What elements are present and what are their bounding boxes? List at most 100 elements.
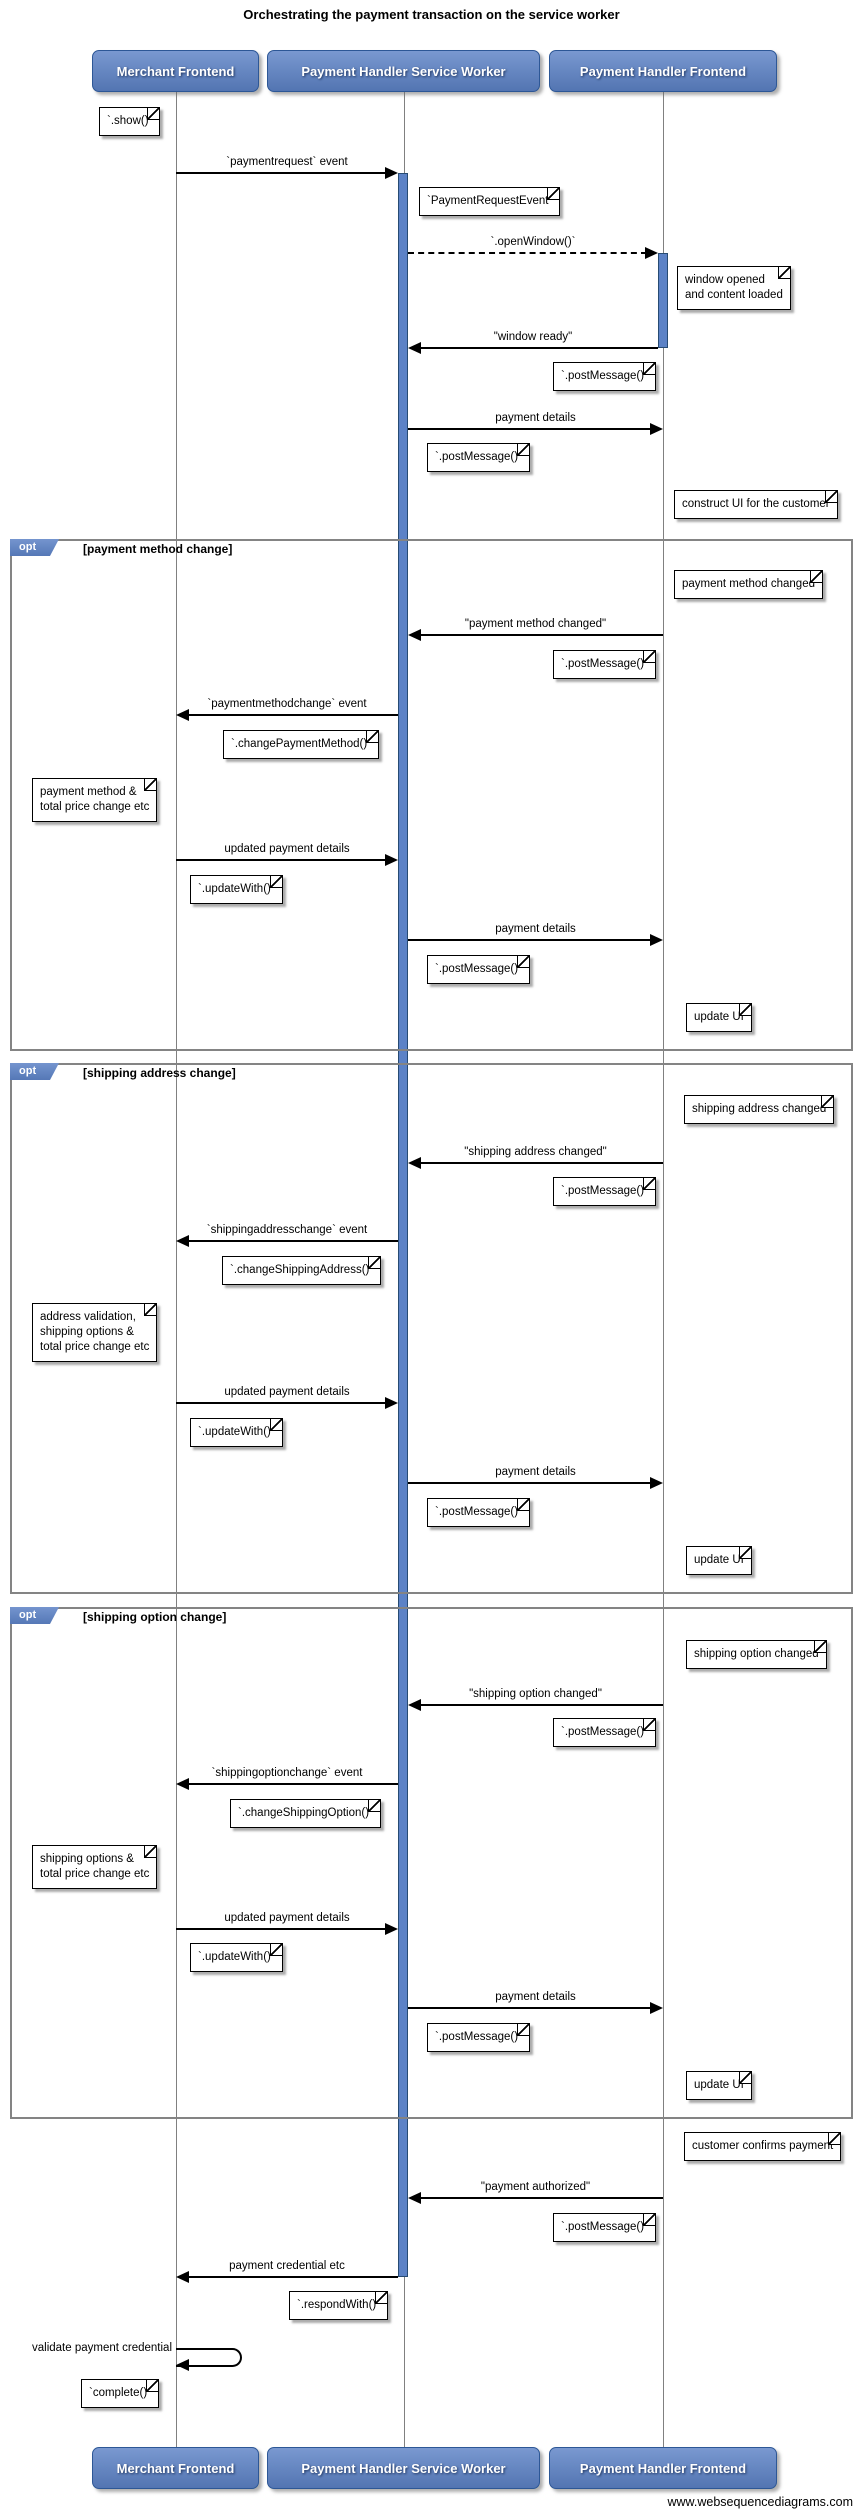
arrowhead bbox=[385, 1923, 398, 1935]
watermark-link: www.websequencediagrams.com bbox=[667, 2495, 853, 2509]
message-arrow bbox=[176, 1928, 387, 1930]
note: `.changePaymentMethod()` bbox=[223, 730, 379, 759]
note: `.postMessage()` bbox=[553, 650, 656, 679]
message-arrow bbox=[187, 1783, 398, 1785]
lifeline bbox=[176, 92, 177, 2447]
arrowhead bbox=[650, 2002, 663, 2014]
note: `.postMessage()` bbox=[427, 955, 530, 984]
lifeline bbox=[663, 92, 664, 2447]
note: shipping options & total price change et… bbox=[32, 1845, 158, 1889]
note: shipping option changed bbox=[686, 1640, 827, 1669]
note: `.show()` bbox=[99, 107, 161, 136]
note: update UI bbox=[686, 1546, 752, 1575]
note: payment method changed bbox=[674, 570, 823, 599]
note: address validation, shipping options & t… bbox=[32, 1303, 158, 1362]
note: update UI bbox=[686, 1003, 752, 1032]
note: `.respondWith()` bbox=[289, 2291, 389, 2320]
note: `.postMessage()` bbox=[553, 362, 656, 391]
opt-tab: opt bbox=[10, 539, 59, 556]
message-label: payment details bbox=[495, 1466, 576, 1478]
actor-box-handler_frontend-bottom: Payment Handler Frontend bbox=[549, 2447, 777, 2489]
message-label: payment details bbox=[495, 412, 576, 424]
note: `.postMessage()` bbox=[427, 2023, 530, 2052]
message-label: payment details bbox=[495, 923, 576, 935]
message-label: "shipping address changed" bbox=[464, 1146, 607, 1158]
note: customer confirms payment bbox=[684, 2132, 842, 2161]
note: window opened and content loaded bbox=[677, 266, 791, 310]
opt-condition: [payment method change] bbox=[83, 542, 233, 556]
activation-bar bbox=[658, 253, 668, 348]
message-arrow bbox=[408, 1482, 652, 1484]
actor-box-merchant-bottom: Merchant Frontend bbox=[92, 2447, 259, 2489]
message-label: `paymentmethodchange` event bbox=[207, 698, 367, 710]
self-message-loop bbox=[176, 2348, 242, 2367]
arrowhead bbox=[650, 1477, 663, 1489]
arrowhead bbox=[650, 423, 663, 435]
message-label: `paymentrequest` event bbox=[226, 156, 348, 168]
note: `.postMessage()` bbox=[553, 1718, 656, 1747]
message-label: "payment authorized" bbox=[480, 2181, 591, 2193]
note: `.postMessage()` bbox=[427, 443, 530, 472]
message-arrow bbox=[176, 859, 387, 861]
activation-bar bbox=[398, 173, 408, 2277]
message-label: "window ready" bbox=[493, 331, 573, 343]
opt-frame bbox=[10, 539, 853, 1051]
arrowhead bbox=[385, 167, 398, 179]
message-label: updated payment details bbox=[224, 843, 350, 855]
arrowhead bbox=[176, 2359, 189, 2371]
opt-tab: opt bbox=[10, 1063, 59, 1080]
message-arrow bbox=[408, 939, 652, 941]
actor-box-merchant-top: Merchant Frontend bbox=[92, 50, 259, 92]
message-arrow bbox=[419, 2197, 663, 2199]
arrowhead bbox=[408, 1699, 421, 1711]
message-label: `shippingaddresschange` event bbox=[206, 1224, 368, 1236]
note: update UI bbox=[686, 2071, 752, 2100]
message-label: updated payment details bbox=[224, 1912, 350, 1924]
diagram-title: Orchestrating the payment transaction on… bbox=[243, 7, 620, 22]
message-label: payment details bbox=[495, 1991, 576, 2003]
opt-frame bbox=[10, 1063, 853, 1594]
opt-condition: [shipping address change] bbox=[83, 1066, 236, 1080]
arrowhead bbox=[408, 1157, 421, 1169]
note: `.postMessage()` bbox=[427, 1498, 530, 1527]
arrowhead bbox=[385, 1397, 398, 1409]
message-label: "shipping option changed" bbox=[469, 1688, 602, 1700]
actor-box-service_worker-bottom: Payment Handler Service Worker bbox=[267, 2447, 540, 2489]
note: payment method & total price change etc bbox=[32, 778, 158, 822]
note: `.updateWith()` bbox=[190, 1418, 283, 1447]
message-label: updated payment details bbox=[224, 1386, 350, 1398]
message-arrow bbox=[408, 252, 647, 254]
message-arrow bbox=[419, 1162, 663, 1164]
message-label: payment credential etc bbox=[229, 2260, 345, 2272]
message-arrow bbox=[187, 1240, 398, 1242]
note: `.postMessage()` bbox=[553, 1177, 656, 1206]
opt-condition: [shipping option change] bbox=[83, 1610, 227, 1624]
note: `.changeShippingAddress()` bbox=[222, 1256, 382, 1285]
note: shipping address changed bbox=[684, 1095, 835, 1124]
note: `.changeShippingOption()` bbox=[230, 1799, 381, 1828]
message-arrow bbox=[419, 1704, 663, 1706]
note: `.postMessage()` bbox=[553, 2213, 656, 2242]
actor-box-service_worker-top: Payment Handler Service Worker bbox=[267, 50, 540, 92]
message-label: validate payment credential bbox=[32, 2342, 172, 2354]
message-label: "payment method changed" bbox=[464, 618, 607, 630]
arrowhead bbox=[176, 1778, 189, 1790]
arrowhead bbox=[176, 2271, 189, 2283]
actor-box-handler_frontend-top: Payment Handler Frontend bbox=[549, 50, 777, 92]
arrowhead bbox=[408, 342, 421, 354]
message-arrow bbox=[187, 714, 398, 716]
message-arrow bbox=[419, 634, 663, 636]
arrowhead bbox=[176, 709, 189, 721]
arrowhead bbox=[408, 629, 421, 641]
message-label: `shippingoptionchange` event bbox=[211, 1767, 363, 1779]
opt-frame bbox=[10, 1607, 853, 2119]
note: construct UI for the customer bbox=[674, 490, 838, 519]
note: `PaymentRequestEvent` bbox=[419, 187, 561, 216]
arrowhead bbox=[176, 1235, 189, 1247]
message-label: `.openWindow()` bbox=[490, 236, 576, 248]
message-arrow bbox=[187, 2276, 398, 2278]
note: `.updateWith()` bbox=[190, 875, 283, 904]
message-arrow bbox=[408, 428, 652, 430]
opt-tab: opt bbox=[10, 1607, 59, 1624]
